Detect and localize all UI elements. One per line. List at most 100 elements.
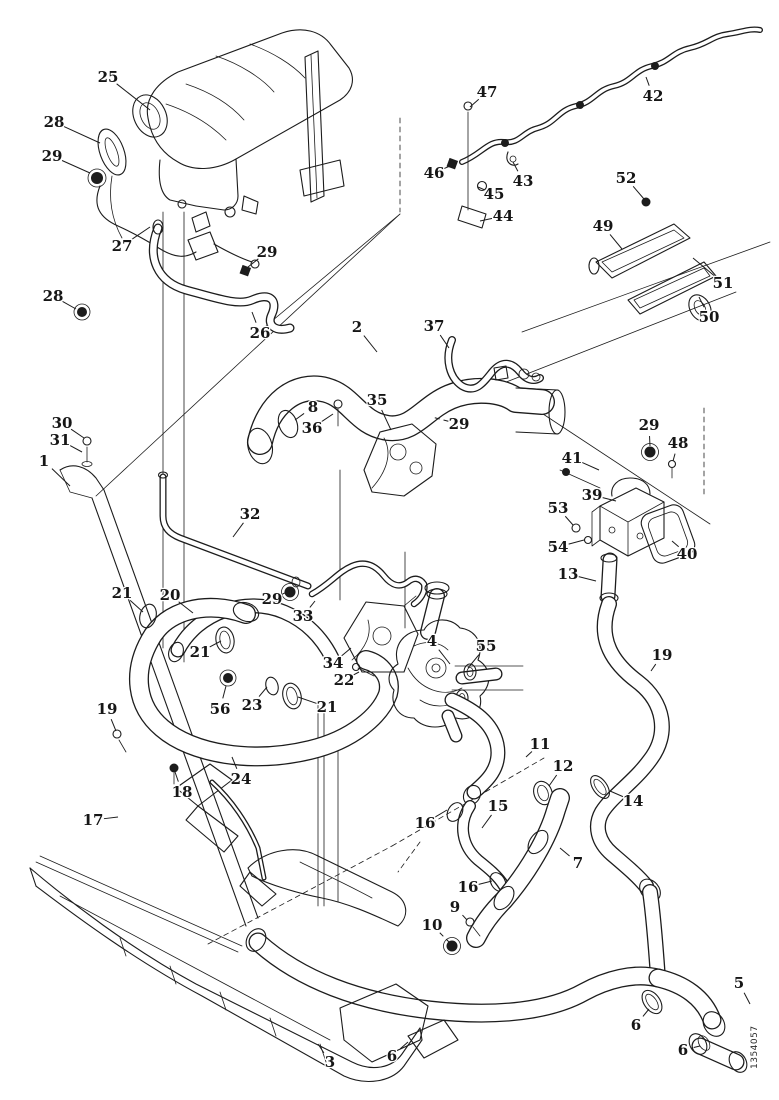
- callout-1: 1: [39, 452, 49, 470]
- callout-29: 29: [639, 416, 660, 434]
- thermostat-housing-art: [559, 443, 696, 564]
- bypass-pipes-art: [157, 471, 428, 608]
- callout-43: 43: [513, 172, 534, 190]
- leader-line-27: [130, 226, 151, 241]
- callout-48: 48: [668, 434, 689, 452]
- leader-line-49: [609, 234, 623, 250]
- impact-bar-art: [29, 849, 459, 1082]
- leader-line-37: [439, 334, 450, 349]
- callout-4: 4: [427, 632, 437, 650]
- leader-line-11: [525, 751, 533, 758]
- callout-6: 6: [678, 1041, 688, 1059]
- callout-47: 47: [477, 83, 498, 101]
- bypass-pipes-art-inner: [160, 474, 311, 589]
- leader-line-28: [63, 126, 101, 144]
- outlet-pipe-art-inner: [692, 1038, 744, 1070]
- outlet-pipe-art-inner: [249, 933, 667, 1022]
- heater-hoses-art: [129, 595, 419, 767]
- callout-21: 21: [112, 584, 133, 602]
- leader-line-21: [129, 600, 144, 613]
- callout-23: 23: [242, 696, 263, 714]
- callout-28: 28: [43, 287, 64, 305]
- callout-40: 40: [677, 545, 698, 563]
- lower-hoses-art-inner: [445, 693, 505, 799]
- leader-line-43: [512, 161, 519, 172]
- water-pump-art-inner: [421, 589, 444, 639]
- leader-line-14: [609, 790, 624, 798]
- leader-line-29: [431, 416, 449, 422]
- leader-line-40: [671, 540, 680, 548]
- callout-31: 31: [50, 431, 71, 449]
- leader-line-24: [231, 756, 238, 770]
- callout-29: 29: [449, 415, 470, 433]
- callout-16: 16: [415, 814, 436, 832]
- reservoir-assembly-art-inner: [150, 224, 294, 333]
- leader-line-22: [353, 671, 360, 676]
- callout-25: 25: [98, 68, 119, 86]
- leader-line-53: [564, 515, 574, 526]
- callout-8: 8: [308, 398, 318, 416]
- leader-line-9: [462, 914, 468, 921]
- outlet-pipe-art: [245, 928, 748, 1073]
- callout-49: 49: [593, 217, 614, 235]
- leader-line-30: [70, 428, 85, 439]
- upper-hose-art: [246, 336, 566, 497]
- callout-6: 6: [387, 1047, 397, 1065]
- outlet-pipe-art-inner: [649, 969, 721, 1029]
- leader-line-47: [469, 98, 480, 108]
- leader-line-26: [251, 311, 257, 323]
- leader-line-8: [294, 413, 305, 421]
- callout-21: 21: [190, 643, 211, 661]
- callout-46: 46: [424, 164, 445, 182]
- callout-28: 28: [44, 113, 65, 131]
- leader-line-15: [481, 814, 492, 829]
- leader-line-12: [548, 774, 558, 787]
- callout-21: 21: [317, 698, 338, 716]
- callout-14: 14: [623, 792, 644, 810]
- leader-line-29: [247, 258, 259, 268]
- heater-hoses-art-inner: [171, 599, 339, 665]
- leader-line-48: [672, 453, 676, 462]
- leader-line-17: [103, 816, 119, 820]
- leader-line-25: [116, 83, 151, 111]
- right-hose-art-inner: [601, 553, 617, 603]
- leader-line-33: [309, 600, 316, 608]
- leader-line-21: [297, 696, 317, 704]
- water-pump-art-inner: [456, 668, 502, 684]
- water-pump-art-inner: [442, 710, 462, 742]
- leader-line-42: [645, 76, 650, 86]
- leader-line-54: [568, 539, 585, 545]
- callout-56: 56: [210, 700, 231, 718]
- leader-line-19: [650, 663, 657, 672]
- supply-pipe-art: [446, 26, 763, 229]
- callout-53: 53: [548, 499, 569, 517]
- radiator-art-inner: [210, 780, 266, 880]
- leader-line-5: [743, 992, 751, 1005]
- leader-line-18: [174, 771, 179, 782]
- radiator-art: [59, 436, 277, 927]
- leader-line-2: [363, 335, 378, 353]
- right-hose-art-inner: [643, 885, 665, 985]
- callout-55: 55: [476, 637, 497, 655]
- callout-18: 18: [172, 783, 193, 801]
- callout-22: 22: [334, 671, 355, 689]
- leader-line-31: [69, 444, 83, 453]
- lower-hoses-art: [443, 692, 570, 955]
- callout-29: 29: [42, 147, 63, 165]
- leader-line-4: [438, 649, 451, 665]
- leader-line-55: [467, 654, 480, 669]
- leader-line-6: [693, 1045, 701, 1048]
- callout-54: 54: [548, 538, 569, 556]
- callout-51: 51: [713, 274, 734, 292]
- callout-36: 36: [302, 419, 323, 437]
- callout-2: 2: [352, 318, 362, 336]
- callout-20: 20: [160, 586, 181, 604]
- leader-line-52: [632, 186, 645, 200]
- leader-line-41: [581, 462, 600, 471]
- callout-17: 17: [83, 811, 104, 829]
- water-pump-art: [388, 581, 503, 743]
- callout-42: 42: [643, 87, 664, 105]
- supply-pipe-art-inner: [460, 27, 762, 164]
